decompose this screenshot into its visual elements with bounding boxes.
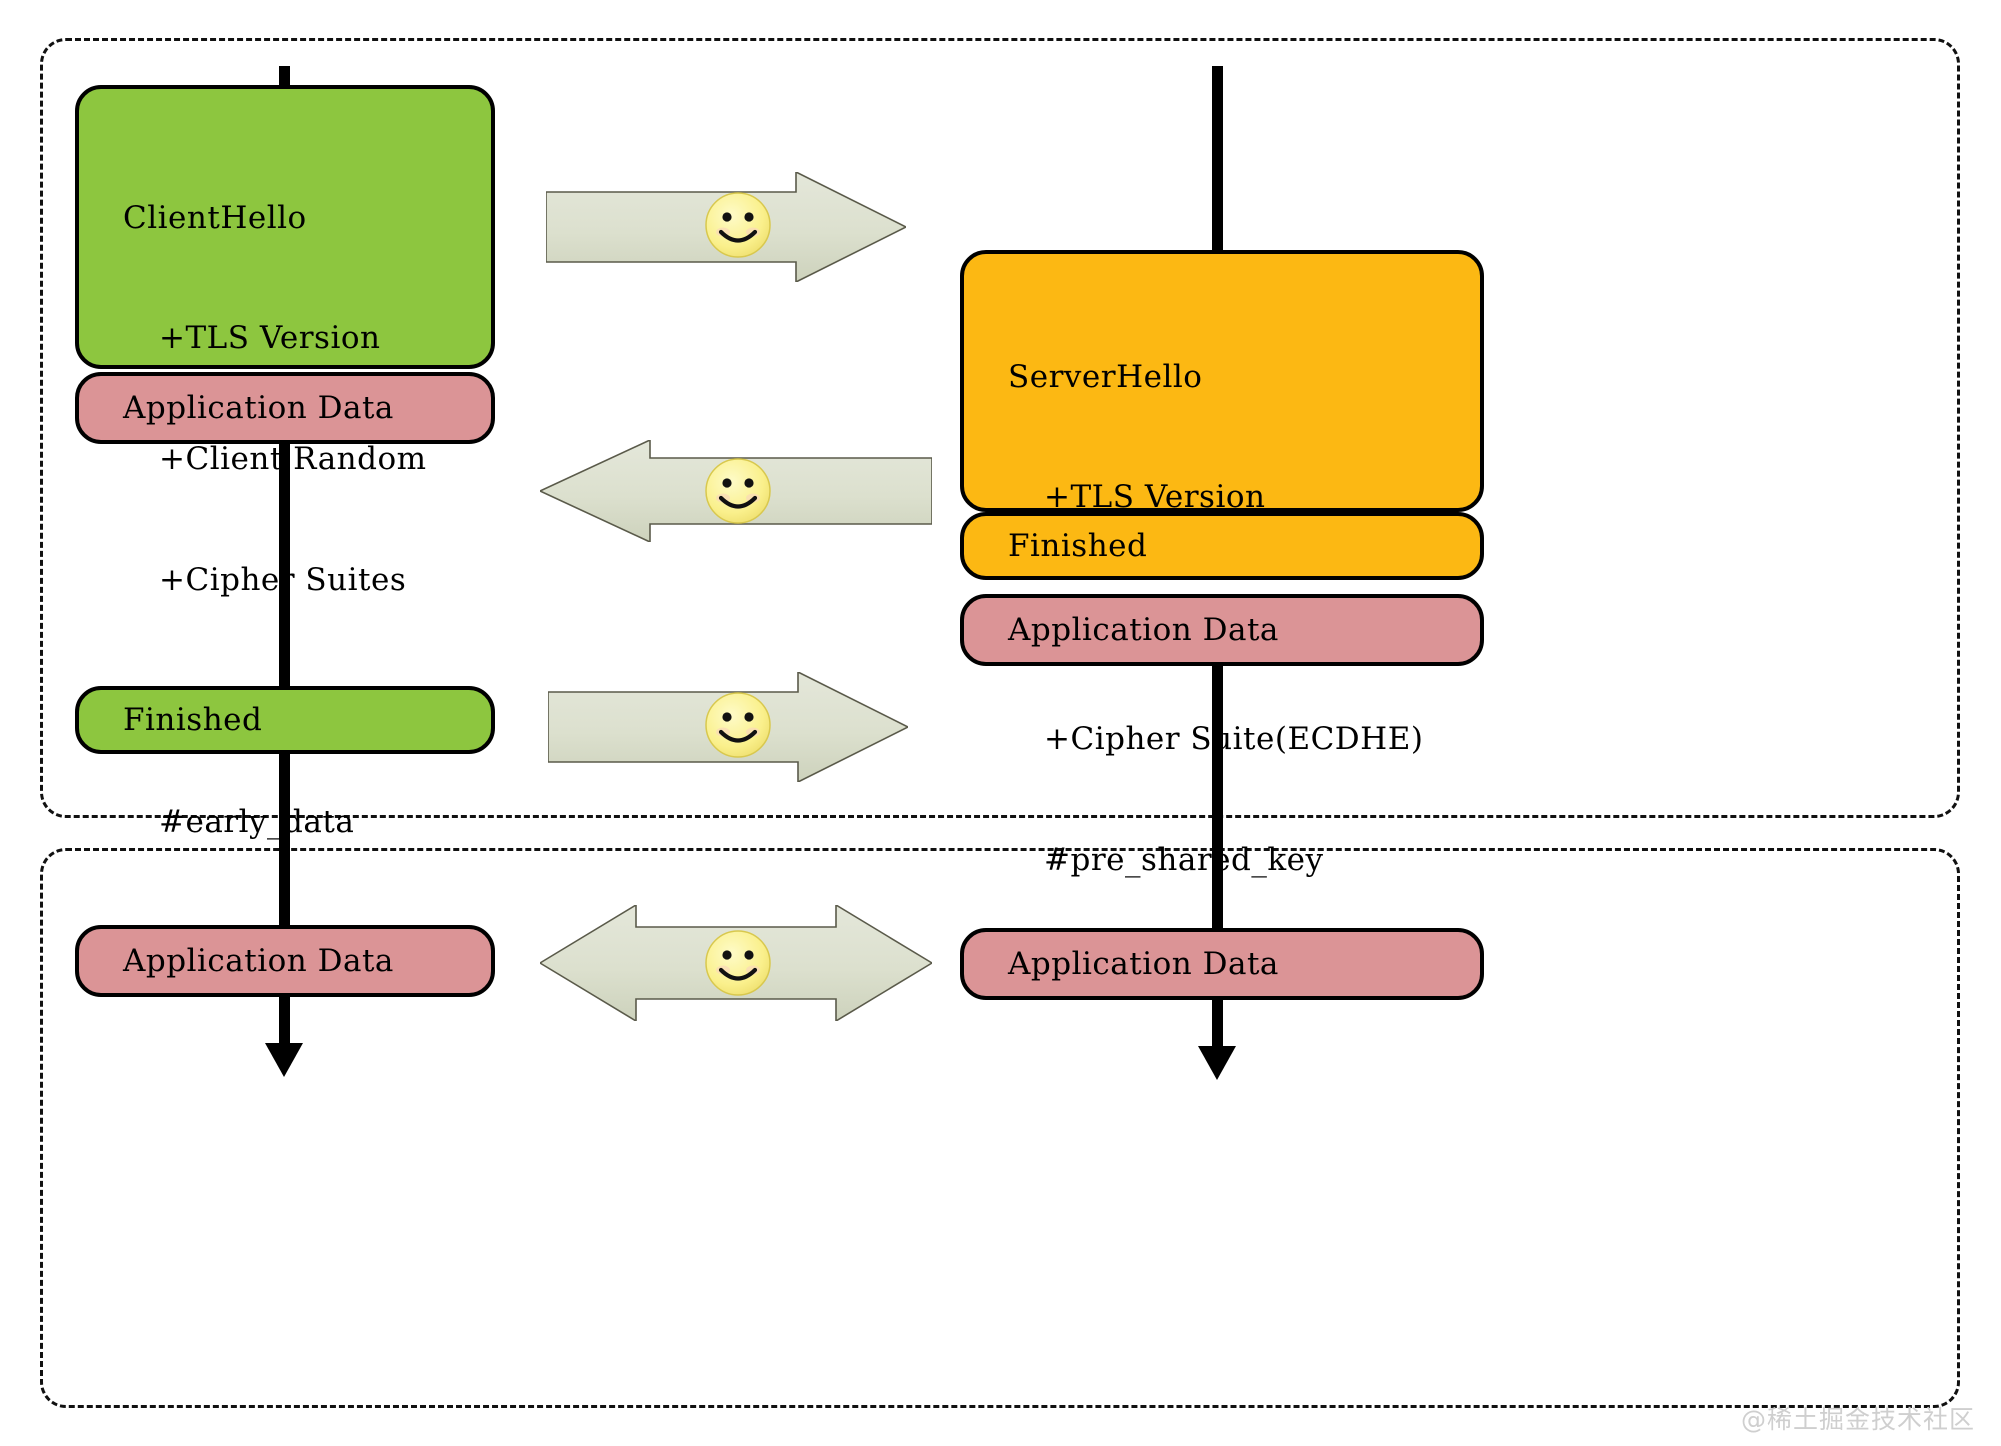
server-lifeline-arrowhead: [1198, 1046, 1236, 1080]
smiley-icon-1: [703, 190, 773, 264]
client-lifeline-bottom: [279, 993, 290, 1055]
server-hello-pre-shared-key: #pre_shared_key: [1044, 842, 1324, 879]
server-lifeline-bottom: [1212, 996, 1223, 1058]
smiley-icon-2: [703, 456, 773, 530]
server-finished-box[interactable]: Finished: [960, 512, 1484, 580]
server-application-data-box-2[interactable]: Application Data: [960, 928, 1484, 1000]
client-hello-client-random: +Client Random: [159, 441, 427, 478]
client-application-data-box-2[interactable]: Application Data: [75, 925, 495, 997]
handshake-phase-container: [40, 38, 1960, 818]
client-lifeline-lower: [279, 748, 290, 931]
smiley-icon-4: [703, 928, 773, 1002]
client-hello-early-data: #early_data: [159, 804, 355, 841]
client-lifeline-arrowhead: [265, 1043, 303, 1077]
smiley-icon-3: [703, 690, 773, 764]
server-hello-tls-version: +TLS Version: [1044, 479, 1266, 516]
server-lifeline-mid: [1212, 660, 1223, 934]
client-application-data-box-1[interactable]: Application Data: [75, 372, 495, 444]
client-hello-tls-version: +TLS Version: [159, 320, 381, 357]
client-lifeline-mid: [279, 438, 290, 692]
client-lifeline-top: [279, 66, 290, 102]
server-application-data-box-1[interactable]: Application Data: [960, 594, 1484, 666]
server-hello-cipher-suite: +Cipher Suite(ECDHE): [1044, 721, 1424, 758]
client-hello-box[interactable]: ClientHello +TLS Version +Client Random …: [75, 85, 495, 840]
server-lifeline-top: [1212, 66, 1223, 256]
server-hello-box[interactable]: ServerHello +TLS Version +Server Random …: [960, 250, 1484, 999]
client-hello-cipher-suites: +Cipher Suites: [159, 562, 407, 599]
application-data-phase-container: [40, 848, 1960, 1408]
watermark-text: @稀土掘金技术社区: [1740, 1405, 1975, 1434]
client-finished-box[interactable]: Finished: [75, 686, 495, 754]
client-hello-title: ClientHello: [123, 199, 307, 236]
client-hello-lines: ClientHello +TLS Version +Client Random …: [123, 117, 439, 923]
server-hello-title: ServerHello: [1008, 358, 1203, 395]
